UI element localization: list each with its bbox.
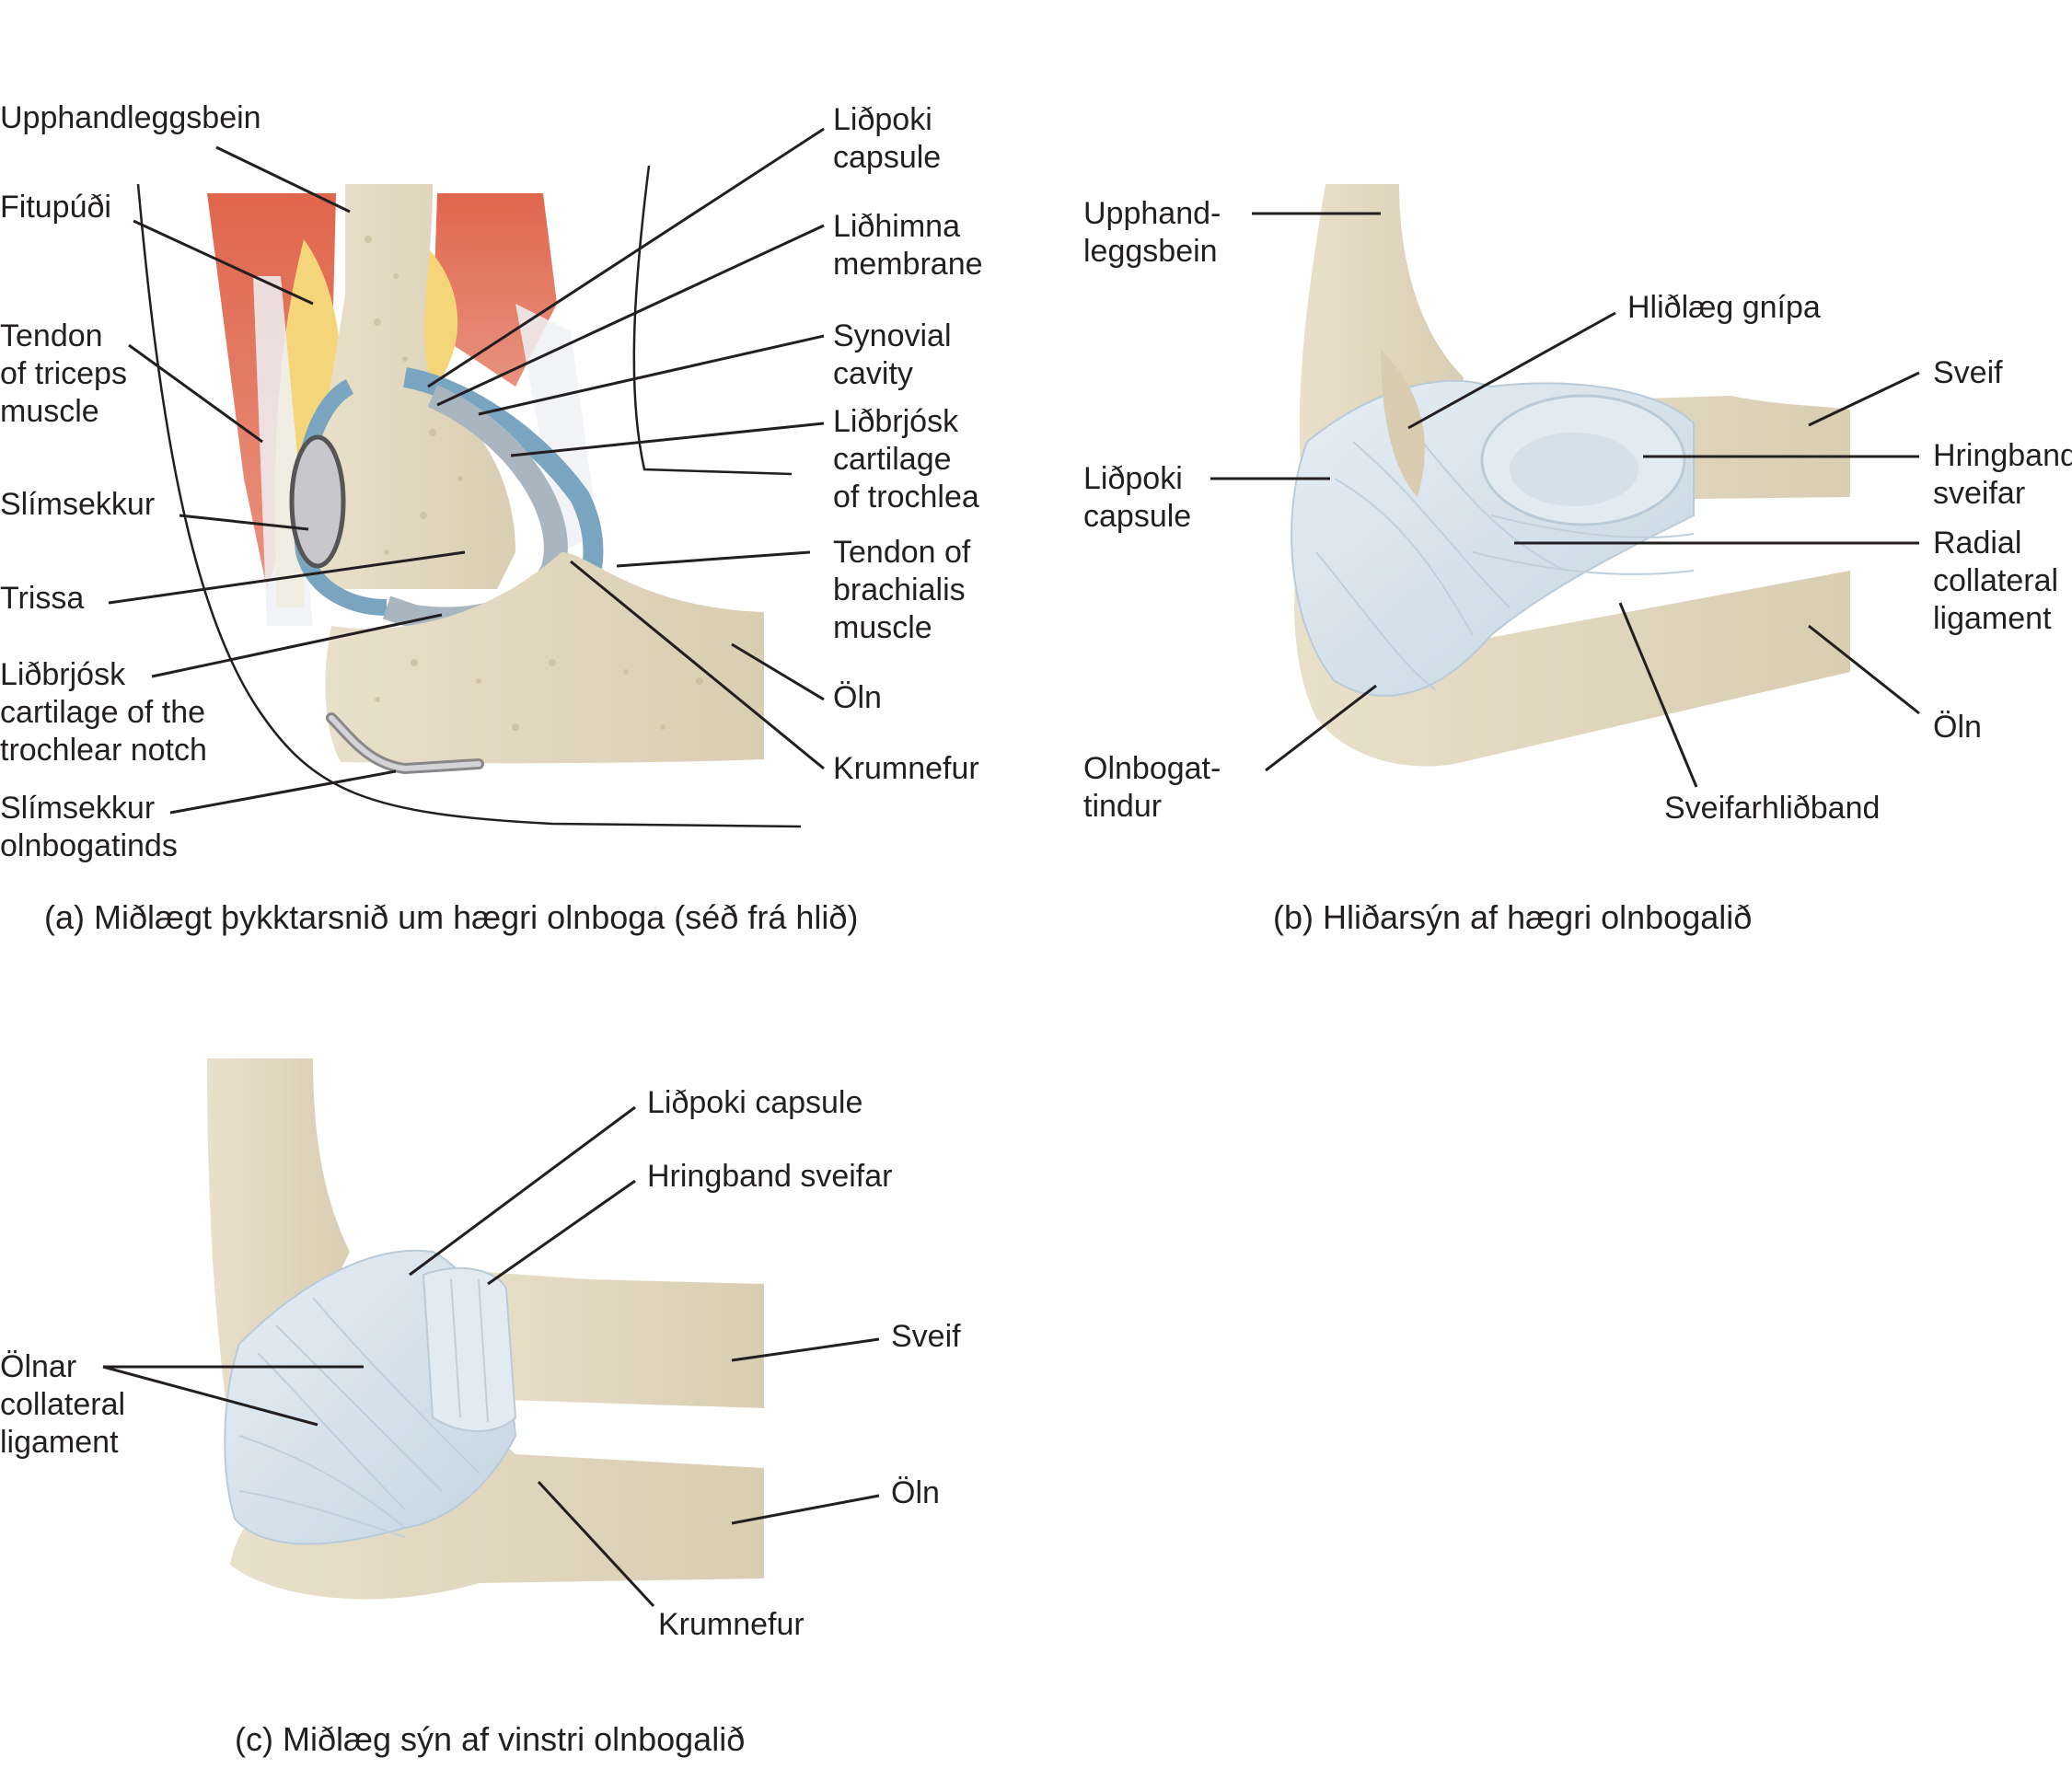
panel-b-illustration — [1291, 184, 1850, 767]
label-brachialis-tendon: Tendon of brachialis muscle — [833, 535, 971, 645]
label-ulna-a: Öln — [833, 680, 882, 715]
label-bursa: Slímsekkur — [0, 487, 156, 522]
label-ulna-c: Öln — [891, 1475, 940, 1510]
label-ulna-b: Öln — [1933, 710, 1982, 745]
radius-bone-medial — [460, 1270, 764, 1408]
lateral-epicondyle — [1381, 350, 1425, 497]
ligament-fibres-lateral — [1315, 413, 1695, 691]
label-synovial-cavity: Synovial cavity — [833, 318, 952, 391]
label-capsule-a: Liðpoki capsule — [833, 102, 942, 175]
label-radial-collateral-b: Radial collateral ligament — [1933, 526, 2059, 636]
label-synovial-membrane: Liðhimna membrane — [833, 209, 983, 282]
label-radial-ligament-b: Sveifarhliðband — [1664, 791, 1881, 826]
label-olecranon-bursa: Slímsekkur olnbogatinds — [0, 791, 178, 863]
caption-panel-c: (c) Miðlæg sýn af vinstri olnbogalið — [235, 1720, 746, 1758]
panel-a-illustration — [136, 165, 802, 828]
ulna-bone-lateral — [1294, 515, 1850, 767]
label-humerus-a: Upphandleggsbein — [0, 100, 261, 135]
label-trochlea: Trissa — [0, 581, 85, 616]
radial-head — [1510, 433, 1638, 506]
label-capsule-b: Liðpoki capsule — [1083, 461, 1192, 534]
label-fat-pad: Fitupúði — [0, 190, 111, 225]
label-trochlear-notch-cartilage: Liðbrjósk cartilage of the trochlear not… — [0, 657, 207, 768]
label-triceps-tendon: Tendon of triceps muscle — [0, 318, 127, 429]
label-trochlea-cartilage: Liðbrjósk cartilage of trochlea — [833, 404, 979, 515]
posterior-bursa — [289, 434, 346, 569]
label-coronoid-c: Krumnefur — [658, 1607, 804, 1642]
skin-outline-anterior — [632, 165, 793, 476]
label-annular-ligament-c: Hringband sveifar — [647, 1159, 893, 1194]
label-capsule-c: Liðpoki capsule — [647, 1085, 863, 1120]
label-radius-b: Sveif — [1933, 355, 2003, 390]
ligament-fibres-medial — [238, 1278, 489, 1538]
spongy-bone-texture — [365, 236, 703, 731]
panel-c-illustration — [207, 1058, 764, 1600]
label-radius-c: Sveif — [891, 1319, 961, 1354]
label-ulnar-collateral-c: Ölnar collateral ligament — [0, 1349, 126, 1460]
label-olecranon-b: Olnbogat- tindur — [1083, 751, 1221, 824]
annular-ligament-medial — [422, 1266, 517, 1432]
ulna-bone — [325, 552, 764, 764]
label-coronoid-a: Krumnefur — [833, 751, 979, 786]
label-lateral-epicondyle: Hliðlæg gnípa — [1627, 290, 1821, 325]
caption-panel-a: (a) Miðlægt þykktarsnið um hægri olnboga… — [44, 898, 859, 936]
skin-outline-posterior — [136, 183, 802, 828]
label-annular-ligament-b: Hringband sveifar — [1933, 438, 2072, 511]
leader-lines — [102, 127, 1920, 1608]
label-humerus-b: Upphand- leggsbein — [1083, 196, 1221, 269]
caption-panel-b: (b) Hliðarsýn af hægri olnbogalið — [1273, 898, 1753, 936]
